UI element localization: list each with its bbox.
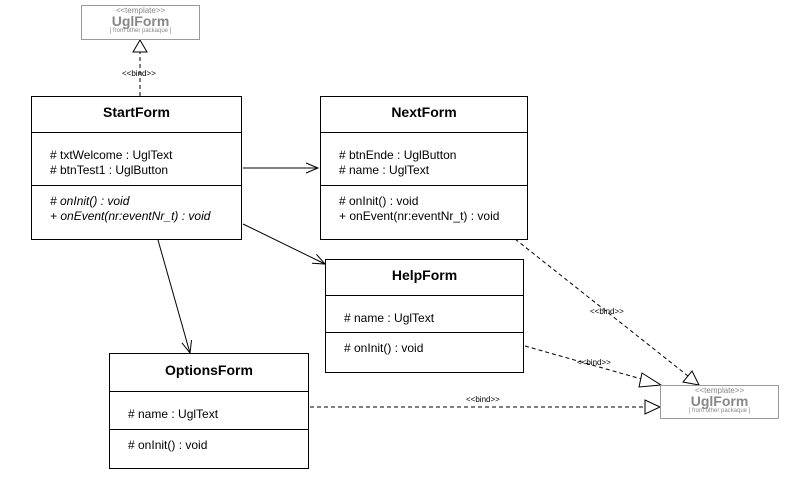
- operations-section: # onInit() : void + onEvent(nr:eventNr_t…: [32, 185, 241, 224]
- class-name: StartForm: [103, 104, 170, 120]
- realization-arrowhead: [682, 370, 700, 386]
- class-optionsform[interactable]: OptionsForm # name : UglText # onInit() …: [109, 353, 309, 469]
- attribute: # btnEnde : UglButton: [339, 148, 457, 162]
- operations-section: # onInit() : void: [326, 332, 523, 356]
- class-name: NextForm: [391, 104, 457, 120]
- operation: # onInit() : void: [339, 194, 419, 208]
- realization-arrowhead: [644, 399, 662, 415]
- bind-next-to-template-edge: [514, 238, 689, 377]
- class-name: OptionsForm: [165, 362, 253, 378]
- template-name: UglForm: [111, 13, 170, 29]
- operations-section: # onInit() : void + onEvent(nr:eventNr_t…: [321, 185, 527, 224]
- class-startform[interactable]: StartForm # txtWelcome : UglText # btnTe…: [31, 96, 242, 240]
- operation: + onEvent(nr:eventNr_t) : void: [50, 209, 211, 223]
- bind-label-options: <<bind>>: [466, 395, 500, 404]
- attributes-section: # name : UglText: [326, 295, 523, 332]
- operation: # onInit() : void: [50, 194, 130, 208]
- attribute: # txtWelcome : UglText: [50, 148, 173, 162]
- template-name: UglForm: [690, 393, 749, 409]
- template-stereotype: <<template>>: [694, 386, 745, 395]
- assoc-start-help-edge: [242, 223, 325, 264]
- template-uglform-top[interactable]: <<template>> UglForm [ from other packaq…: [81, 5, 200, 40]
- template-uglform-right[interactable]: <<template>> UglForm [ from other packaq…: [660, 385, 779, 419]
- realization-arrowhead: [638, 372, 663, 388]
- attributes-section: # name : UglText: [110, 391, 308, 429]
- bind-label-next: <<bind>>: [590, 307, 624, 316]
- template-package-note: [ from other packaque ]: [688, 408, 751, 414]
- bind-label-start: <<bind>>: [122, 69, 156, 78]
- attribute: # name : UglText: [344, 311, 435, 325]
- template-stereotype: <<template>>: [115, 6, 166, 15]
- attributes-section: # btnEnde : UglButton # name : UglText: [321, 132, 527, 185]
- attribute: # name : UglText: [128, 407, 219, 421]
- realization-arrowhead: [132, 39, 148, 53]
- class-helpform[interactable]: HelpForm # name : UglText # onInit() : v…: [325, 259, 524, 373]
- template-package-note: [ from other packaque ]: [109, 28, 172, 34]
- attribute: # btnTest1 : UglButton: [50, 163, 169, 177]
- operation: # onInit() : void: [128, 438, 208, 452]
- bind-label-help: <<bind>>: [577, 358, 611, 367]
- operation: # onInit() : void: [344, 341, 424, 355]
- class-nextform[interactable]: NextForm # btnEnde : UglButton # name : …: [320, 96, 528, 240]
- assoc-start-options-edge: [157, 239, 190, 353]
- operation: + onEvent(nr:eventNr_t) : void: [339, 209, 500, 223]
- class-name: HelpForm: [391, 267, 458, 283]
- attributes-section: # txtWelcome : UglText # btnTest1 : UglB…: [32, 132, 241, 185]
- attribute: # name : UglText: [339, 163, 430, 177]
- operations-section: # onInit() : void: [110, 429, 308, 453]
